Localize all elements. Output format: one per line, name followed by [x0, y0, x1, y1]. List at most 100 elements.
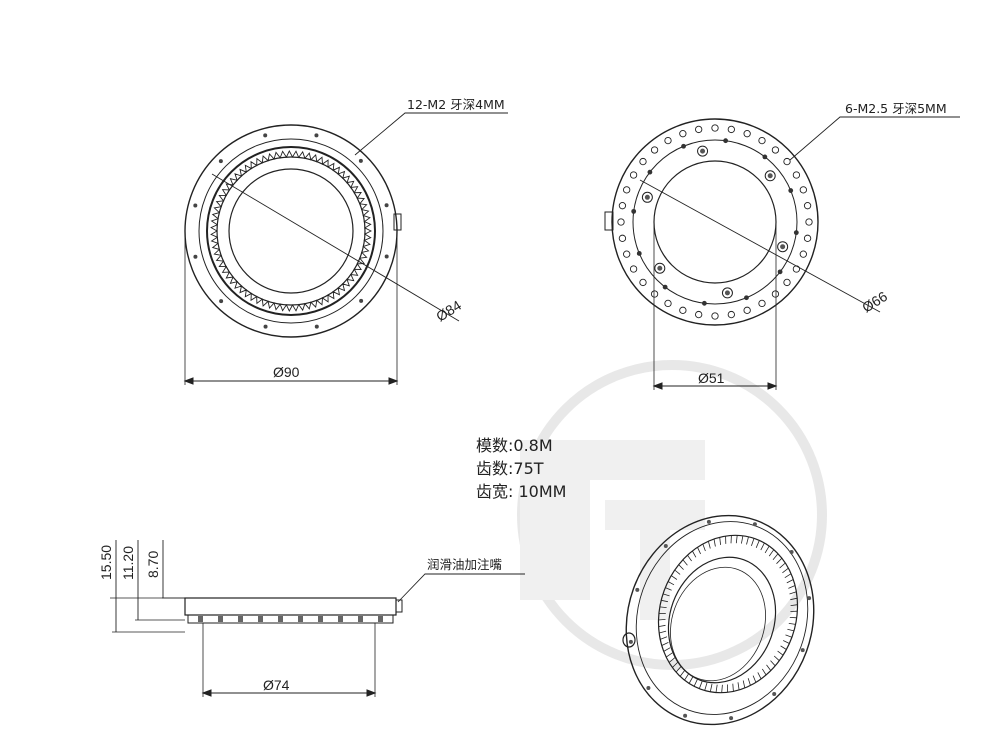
iso-tooth: [665, 652, 673, 658]
bolt-hole: [359, 298, 364, 303]
side-view: [110, 540, 525, 697]
outer-hole: [799, 186, 807, 194]
outer-hole: [695, 125, 703, 134]
iso-tooth: [790, 604, 798, 606]
spec-module: 模数:0.8M: [476, 436, 553, 455]
outer-hole: [711, 312, 719, 320]
iso-tooth: [788, 623, 796, 625]
outer-hole: [695, 310, 703, 319]
iso-tooth: [693, 678, 698, 687]
mid-hole: [701, 300, 707, 306]
tapped-hole: [721, 287, 733, 299]
side-nozzle-label: 润滑油加注嘴: [427, 557, 503, 572]
front-ring-2: [198, 138, 384, 324]
bolt-hole: [193, 254, 198, 259]
iso-tooth: [764, 545, 770, 554]
front-bolt-holes: [193, 133, 389, 329]
iso-tooth: [672, 661, 679, 668]
outer-hole: [629, 265, 638, 273]
back-dia-bore: Ø51: [698, 370, 725, 386]
tapped-hole-core: [657, 265, 663, 271]
iso-tooth: [787, 628, 795, 632]
iso-tooth: [659, 606, 667, 608]
iso-hole: [706, 519, 711, 524]
tapped-hole-core: [700, 148, 706, 154]
iso-tooth: [702, 543, 706, 552]
spec-width: 齿宽: 10MM: [476, 482, 566, 501]
outer-hole: [799, 250, 807, 258]
side-hole: [258, 616, 263, 622]
tapped-hole-core: [767, 173, 773, 179]
iso-bore-inner: [670, 566, 766, 682]
iso-hole: [789, 550, 794, 554]
side-hole: [218, 616, 223, 622]
mid-hole: [636, 251, 642, 256]
back-bore: [653, 160, 777, 284]
iso-tooth: [688, 676, 694, 684]
front-view: [183, 112, 508, 385]
iso-tooth: [777, 650, 784, 656]
iso-tooth: [770, 660, 776, 667]
outer-hole: [623, 186, 631, 194]
mid-hole: [647, 169, 653, 175]
iso-tooth: [789, 591, 797, 595]
iso-tooth: [782, 567, 789, 574]
iso-tooth: [660, 636, 668, 640]
mid-hole: [793, 230, 799, 236]
iso-tooth: [661, 599, 668, 603]
side-nozzle: [395, 599, 403, 613]
outer-hole: [758, 299, 766, 308]
iso-hole: [772, 692, 777, 696]
iso-tooth: [692, 550, 697, 558]
iso-tooth: [783, 640, 790, 644]
iso-outer: [625, 514, 815, 726]
iso-tooth: [678, 564, 684, 570]
outer-hole: [783, 278, 791, 287]
iso-bolt-holes: [628, 519, 812, 721]
iso-tooth: [788, 585, 796, 589]
bolt-hole: [218, 159, 223, 164]
iso-tooth: [719, 537, 721, 545]
iso-hole: [635, 587, 640, 592]
front-nozzle: [393, 213, 402, 231]
outer-hole: [664, 136, 672, 145]
tapped-hole-core: [724, 290, 730, 296]
outer-hole: [618, 202, 627, 210]
tapped-hole: [777, 241, 789, 253]
iso-tooth: [697, 547, 701, 555]
iso-nozzle: [622, 632, 636, 648]
front-gear-teeth: [210, 150, 372, 312]
outer-hole: [783, 157, 791, 166]
outer-hole: [639, 278, 647, 287]
back-callout: 6-M2.5 牙深5MM: [845, 101, 947, 116]
back-view: [604, 116, 960, 390]
iso-tooth: [661, 642, 669, 646]
front-root-circle: [216, 156, 366, 306]
iso-tooth: [658, 624, 666, 627]
back-outer-ring: [611, 118, 819, 326]
outer-hole: [639, 157, 647, 166]
iso-hole: [628, 639, 633, 644]
outer-hole: [711, 124, 719, 132]
side-holes: [198, 616, 383, 622]
outer-hole: [771, 290, 780, 298]
bolt-hole: [219, 299, 224, 304]
iso-tooth: [768, 549, 775, 557]
iso-tooth: [735, 535, 738, 544]
iso-tooth: [732, 683, 734, 692]
iso-tooth: [742, 680, 746, 688]
back-nozzle: [604, 211, 614, 231]
iso-tooth: [776, 557, 783, 564]
iso-tooth: [682, 559, 688, 566]
iso-tooth: [786, 579, 794, 584]
back-mid-holes: [631, 138, 799, 306]
iso-tooth: [760, 542, 765, 551]
mid-hole: [744, 295, 749, 301]
spec-teeth: 齿数:75T: [476, 459, 544, 478]
iso-gear-teeth: [658, 535, 798, 693]
iso-tooth: [674, 569, 681, 575]
iso-tooth: [747, 678, 751, 686]
iso-tooth: [679, 669, 686, 677]
iso-bore: [667, 556, 777, 684]
tapped-hole-core: [780, 244, 786, 250]
